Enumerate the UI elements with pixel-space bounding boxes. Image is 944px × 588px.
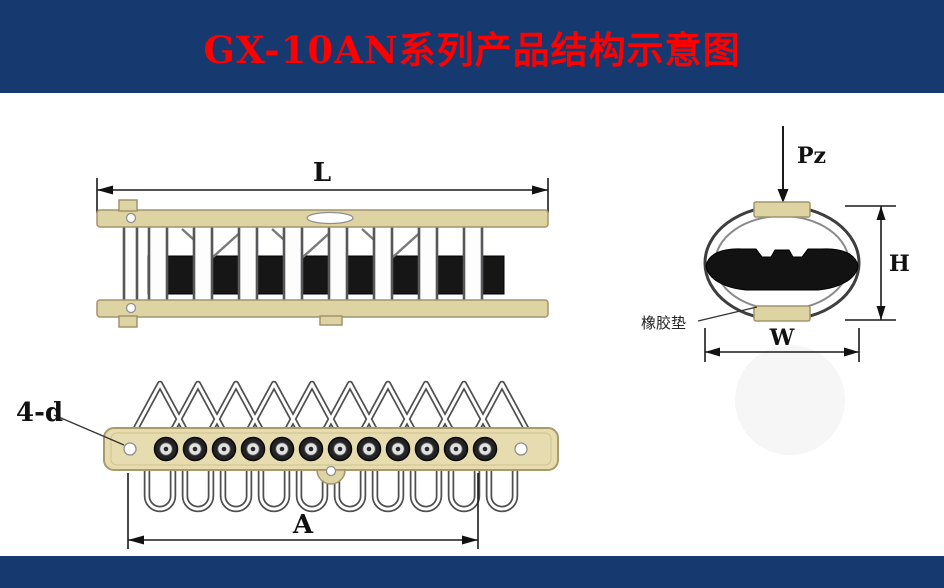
page-title: GX-10AN系列产品结构示意图 [203, 27, 741, 72]
end-hole-right [514, 442, 528, 456]
dim-label-4d: 4-d [16, 398, 63, 428]
end-view: Pz H [641, 126, 910, 362]
rubber-pad-top [753, 201, 811, 218]
dimension-A: A [127, 473, 479, 549]
upper-rope-coils [131, 380, 531, 434]
center-tab [316, 469, 346, 485]
bolt-tab-top-left [118, 199, 138, 212]
dim-label-Pz: Pz [797, 143, 826, 169]
dimension-H: H [845, 205, 910, 321]
top-bar-hole [125, 212, 137, 224]
dim-label-W: W [769, 325, 795, 351]
footer-bar [0, 556, 944, 588]
structure-diagram: L [16, 126, 910, 549]
bottom-bar-hole [125, 302, 137, 314]
rubber-pad-bottom [753, 305, 811, 322]
watermark [735, 345, 845, 455]
rubber-pad-callout: 橡胶垫 [641, 306, 758, 332]
bolt-tab-bottom-left [118, 315, 138, 328]
end-hole-left [123, 442, 137, 456]
dimension-Pz: Pz [777, 126, 826, 203]
dim-label-A: A [292, 510, 314, 540]
center-tab-hole [325, 465, 337, 477]
diagram-area: L [0, 93, 944, 556]
dim-label-H: H [889, 251, 910, 277]
dim-label-L: L [313, 158, 331, 188]
lower-rope-loops [143, 468, 519, 513]
top-view: 4-d A [16, 380, 559, 549]
dimension-W: W [704, 325, 860, 362]
bolt-tab-bottom-center [319, 315, 343, 326]
dimension-L: L [96, 158, 549, 213]
dimension-4d: 4-d [16, 398, 125, 446]
clamp-bar-inner-line [110, 432, 552, 466]
rubber-pad-label: 橡胶垫 [641, 315, 686, 332]
clamp-cross-section [705, 248, 859, 291]
header-bar: GX-10AN系列产品结构示意图 [0, 0, 944, 93]
mounting-bar-bottom [96, 299, 549, 318]
top-bar-slot [306, 211, 354, 225]
side-view: L [96, 158, 549, 328]
